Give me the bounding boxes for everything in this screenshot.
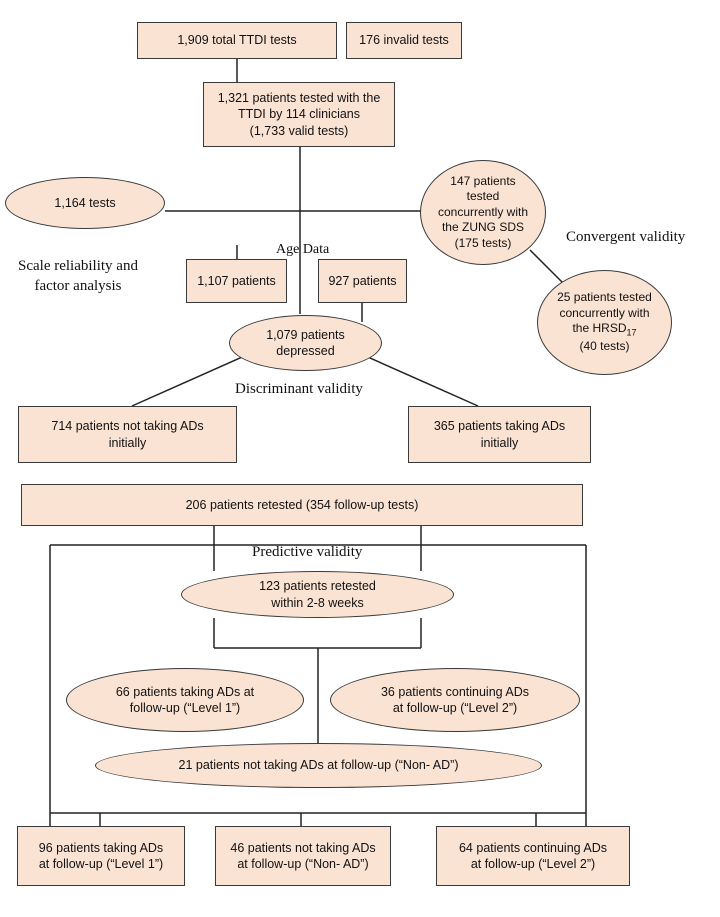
label-scale-reliability: Scale reliability and factor analysis (18, 258, 138, 295)
node-retested-2-8: 123 patients retested within 2-8 weeks (181, 571, 454, 618)
node-1164-tests: 1,164 tests (5, 177, 165, 229)
label-predictive-validity: Predictive validity (252, 544, 363, 560)
node-nonad-21: 21 patients not taking ADs at follow-up … (95, 743, 542, 788)
node-927-patients: 927 patients (318, 259, 407, 303)
node-taking-initially: 365 patients taking ADs initially (408, 406, 591, 463)
node-not-taking-initially: 714 patients not taking ADs initially (18, 406, 237, 463)
label-age-data: Age Data (276, 242, 330, 257)
node-patients-tested: 1,321 patients tested with the TTDI by 1… (203, 82, 395, 147)
node-level2-64: 64 patients continuing ADs at follow-up … (436, 826, 630, 886)
node-level1-66: 66 patients taking ADs at follow-up (“Le… (66, 668, 304, 732)
label-convergent-validity: Convergent validity (566, 229, 686, 245)
node-hrsd: 25 patients tested concurrently with the… (537, 270, 672, 375)
node-level2-36: 36 patients continuing ADs at follow-up … (330, 668, 580, 732)
node-zung-sds: 147 patients tested concurrently with th… (420, 160, 546, 265)
node-depressed: 1,079 patients depressed (229, 315, 382, 371)
node-level1-96: 96 patients taking ADs at follow-up (“Le… (17, 826, 185, 886)
label-discriminant-validity: Discriminant validity (235, 381, 363, 397)
node-1107-patients: 1,107 patients (186, 259, 287, 303)
node-nonad-46: 46 patients not taking ADs at follow-up … (215, 826, 391, 886)
node-total-tests: 1,909 total TTDI tests (137, 22, 337, 59)
node-retested: 206 patients retested (354 follow-up tes… (21, 484, 583, 526)
node-invalid-tests: 176 invalid tests (346, 22, 462, 59)
hrsd-text: 25 patients tested concurrently with the… (557, 290, 652, 354)
